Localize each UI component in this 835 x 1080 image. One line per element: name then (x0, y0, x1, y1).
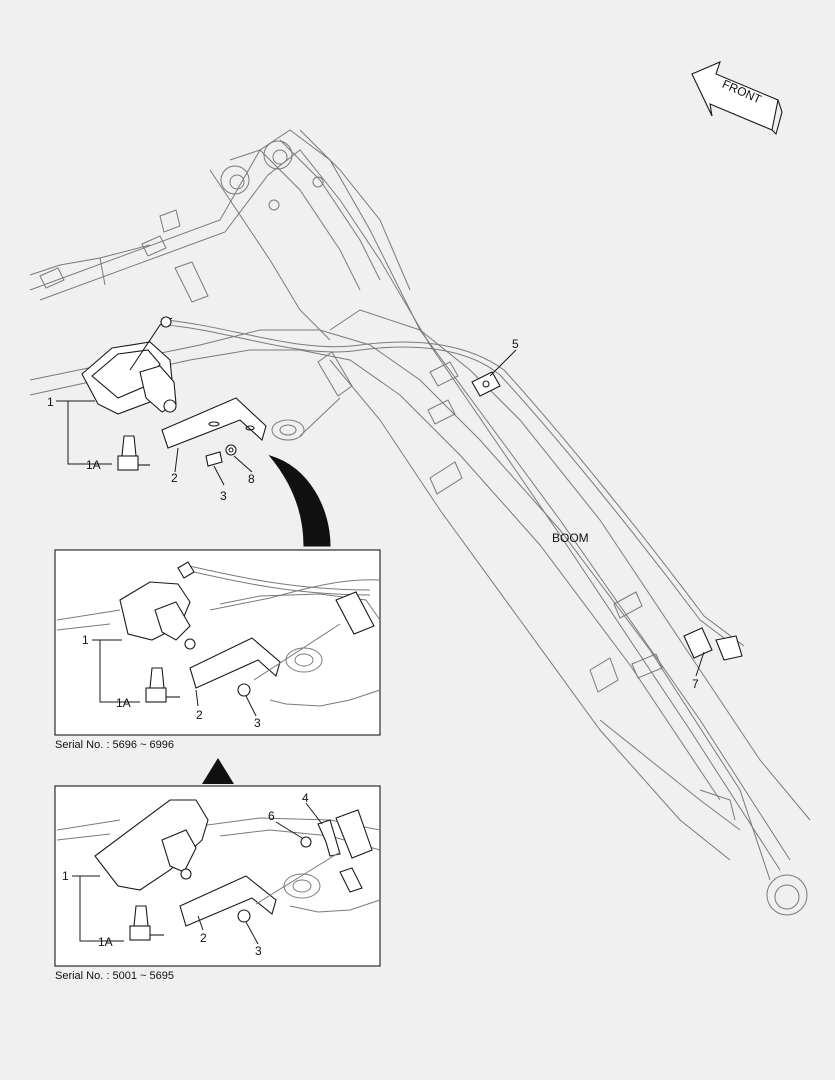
main-label-1a: 1A (86, 458, 101, 472)
inset2-label-1a: 1A (98, 935, 113, 949)
boom-outline (29, 129, 811, 916)
inset1-label-1a: 1A (116, 696, 131, 710)
inset2-serial: Serial No. : 5001 ~ 5695 (55, 970, 174, 982)
main-leaders (56, 349, 705, 677)
inset2-label-2: 2 (200, 931, 207, 945)
callout-arrow (268, 455, 331, 547)
inset2-label-3: 3 (255, 944, 262, 958)
inset1-label-2: 2 (196, 708, 203, 722)
main-bolt-washer (205, 444, 237, 467)
inset2-label-1: 1 (62, 869, 69, 883)
inset2-label-4: 4 (302, 791, 309, 805)
inset2-label-6: 6 (268, 809, 275, 823)
main-work-light (81, 316, 177, 415)
main-label-7: 7 (692, 677, 699, 691)
main-bulb (117, 435, 150, 471)
main-bracket (161, 397, 267, 449)
up-triangle-icon (202, 758, 234, 784)
inset1-label-3: 3 (254, 716, 261, 730)
inset1-serial: Serial No. : 5696 ~ 6996 (55, 739, 174, 751)
front-arrow: FRONT (691, 61, 783, 136)
main-label-8: 8 (248, 472, 255, 486)
main-label-3: 3 (220, 489, 227, 503)
boom-label: BOOM (552, 531, 589, 545)
inset1-label-1: 1 (82, 633, 89, 647)
main-label-2: 2 (171, 471, 178, 485)
inset-1 (54, 549, 381, 736)
inset-2 (54, 785, 381, 967)
main-label-5: 5 (512, 337, 519, 351)
main-label-1: 1 (47, 395, 54, 409)
